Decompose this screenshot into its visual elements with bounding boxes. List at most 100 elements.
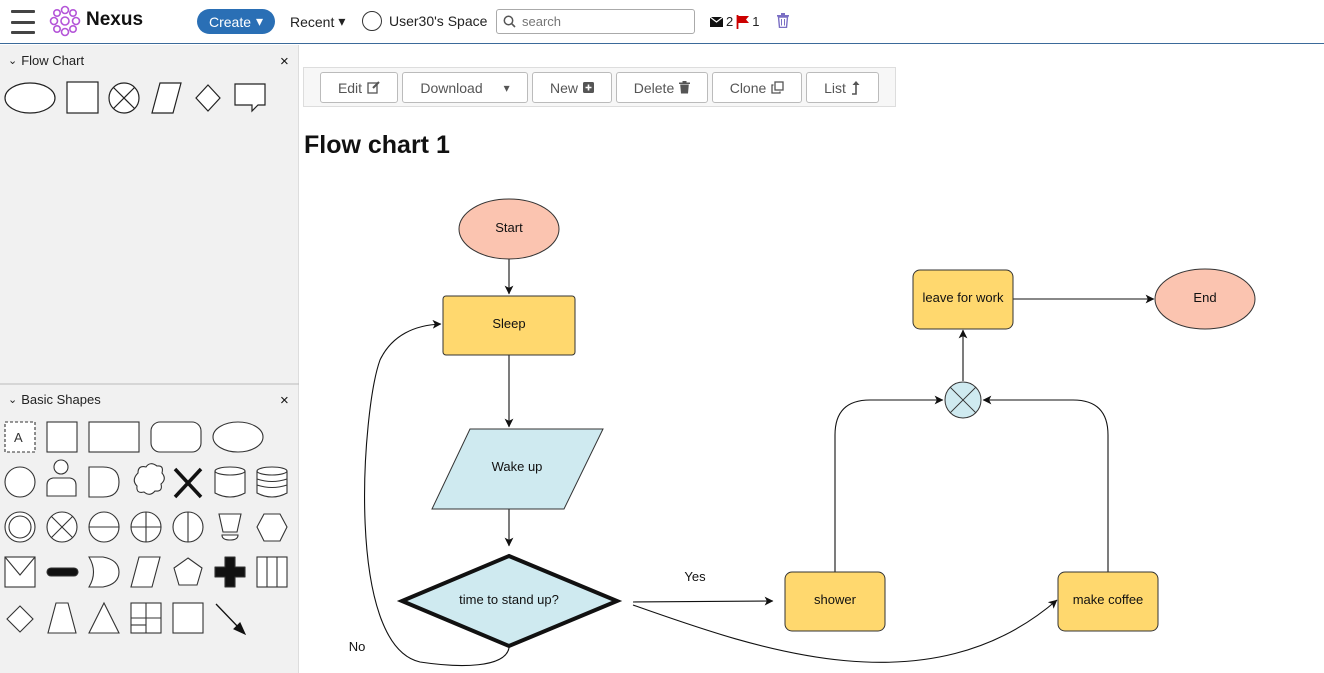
edit-label: Edit	[337, 79, 363, 96]
search-input[interactable]	[522, 14, 682, 29]
space-label: User30's Space	[389, 13, 488, 29]
no-label: No	[349, 639, 366, 654]
delete-label: Delete	[633, 79, 675, 96]
close-flow-chart-section-icon[interactable]: ×	[280, 53, 289, 70]
shape-or-gate[interactable]	[88, 556, 120, 588]
create-button[interactable]: Create ▾	[197, 9, 275, 34]
flow-chart-section-header[interactable]: ⌄ Flow Chart	[8, 53, 84, 68]
node-decision[interactable]	[396, 553, 623, 649]
list-button[interactable]: List	[806, 72, 879, 103]
shape-data-store[interactable]	[256, 466, 288, 498]
shape-trapezoid[interactable]	[47, 602, 77, 634]
end-label: End	[1193, 290, 1216, 305]
shape-envelope[interactable]	[4, 556, 36, 588]
trash-icon	[679, 81, 691, 94]
shape-box[interactable]	[172, 602, 204, 634]
app-name[interactable]: Nexus	[86, 9, 144, 30]
shower-label: shower	[814, 592, 857, 607]
notifications[interactable]: 2 1	[710, 14, 759, 29]
shape-plus[interactable]	[214, 556, 246, 588]
flower-logo-icon[interactable]	[47, 3, 83, 39]
shape-square[interactable]	[46, 421, 78, 453]
shape-text[interactable]	[4, 421, 36, 453]
caret-down-icon: ▾	[256, 13, 264, 29]
new-button[interactable]: New	[532, 72, 612, 103]
shape-double-circle[interactable]	[4, 511, 36, 543]
plus-square-icon	[583, 82, 594, 93]
shape-line-circle[interactable]	[88, 511, 120, 543]
shape-tape[interactable]	[218, 513, 242, 541]
download-button[interactable]: Download ▾	[402, 72, 528, 103]
flag-icon	[736, 14, 750, 29]
clone-button[interactable]: Clone	[712, 72, 802, 103]
level-up-icon	[851, 80, 860, 95]
shape-plus-circle[interactable]	[130, 511, 162, 543]
shape-cross-x[interactable]	[173, 467, 203, 499]
shape-thick-line[interactable]	[46, 567, 79, 577]
search-box[interactable]	[496, 9, 695, 34]
shape-columns[interactable]	[256, 556, 288, 588]
flow-chart-canvas[interactable]: Start Sleep Wake up time to stand up? Ye…	[300, 160, 1300, 673]
space-link[interactable]: User30's Space	[362, 11, 487, 31]
download-label: Download	[420, 79, 483, 96]
shape-process[interactable]	[66, 81, 99, 114]
delete-button[interactable]: Delete	[616, 72, 708, 103]
node-leave-for-work[interactable]	[912, 269, 1014, 330]
sleep-label: Sleep	[492, 316, 525, 331]
chevron-down-icon: ⌄	[8, 394, 18, 406]
list-label: List	[824, 79, 846, 96]
basic-shapes-section-header[interactable]: ⌄ Basic Shapes	[8, 392, 101, 407]
yes-label: Yes	[684, 569, 706, 584]
shape-hexagon[interactable]	[256, 513, 288, 542]
shape-rounded-rectangle[interactable]	[150, 421, 202, 453]
edit-icon	[367, 81, 380, 94]
shape-palette	[0, 81, 299, 385]
search-icon	[503, 15, 516, 28]
node-make-coffee[interactable]	[1057, 571, 1159, 632]
shape-ellipse[interactable]	[212, 421, 264, 453]
edge-shower-join[interactable]	[834, 395, 944, 572]
node-start[interactable]	[458, 198, 560, 260]
hamburger-menu-icon[interactable]	[10, 10, 36, 34]
edge-no-sleep[interactable]	[364, 319, 510, 667]
recent-menu[interactable]: Recent ▾	[290, 13, 345, 30]
shape-circle[interactable]	[4, 466, 36, 498]
start-label: Start	[495, 220, 523, 235]
shape-cylinder[interactable]	[214, 466, 246, 498]
shape-rectangle[interactable]	[88, 421, 140, 453]
shape-arrow[interactable]	[215, 603, 247, 636]
shape-delay[interactable]	[88, 466, 120, 498]
shape-actor[interactable]	[46, 459, 77, 497]
shape-triangle[interactable]	[88, 601, 120, 634]
flag-count: 1	[752, 14, 760, 29]
shape-summing-junction[interactable]	[108, 82, 140, 114]
trash-icon[interactable]	[777, 13, 789, 28]
node-end[interactable]	[1154, 268, 1256, 330]
node-junction[interactable]	[944, 381, 982, 419]
basic-shapes-section-title: Basic Shapes	[21, 392, 101, 407]
shape-pentagon[interactable]	[173, 557, 203, 586]
edit-button[interactable]: Edit	[320, 72, 398, 103]
mail-icon	[710, 16, 723, 27]
shape-decision[interactable]	[195, 84, 221, 112]
shape-diamond[interactable]	[6, 605, 34, 633]
shape-parallelogram[interactable]	[130, 556, 161, 588]
shape-terminator[interactable]	[4, 82, 56, 114]
caret-down-icon: ▾	[338, 13, 346, 29]
shape-vertical-line-circle[interactable]	[172, 511, 204, 543]
shape-callout[interactable]	[234, 83, 266, 113]
node-shower[interactable]	[784, 571, 886, 632]
close-basic-shapes-section-icon[interactable]: ×	[280, 392, 289, 409]
shape-table[interactable]	[130, 602, 162, 634]
shape-data[interactable]	[151, 82, 182, 114]
edge-yes-shower[interactable]	[632, 596, 774, 606]
node-wake-up[interactable]	[431, 428, 604, 510]
shape-panel: ⌄ Flow Chart × ⌄ Basic Shapes ×	[0, 45, 299, 673]
flow-chart-section-title: Flow Chart	[21, 53, 85, 68]
leave-for-work-label: leave for work	[923, 290, 1004, 305]
edge-coffee-join[interactable]	[982, 395, 1109, 572]
edge-decision-coffee[interactable]	[632, 599, 1058, 663]
shape-cloud[interactable]	[133, 463, 165, 495]
shape-x-circle[interactable]	[46, 511, 78, 543]
node-sleep[interactable]	[442, 295, 576, 356]
